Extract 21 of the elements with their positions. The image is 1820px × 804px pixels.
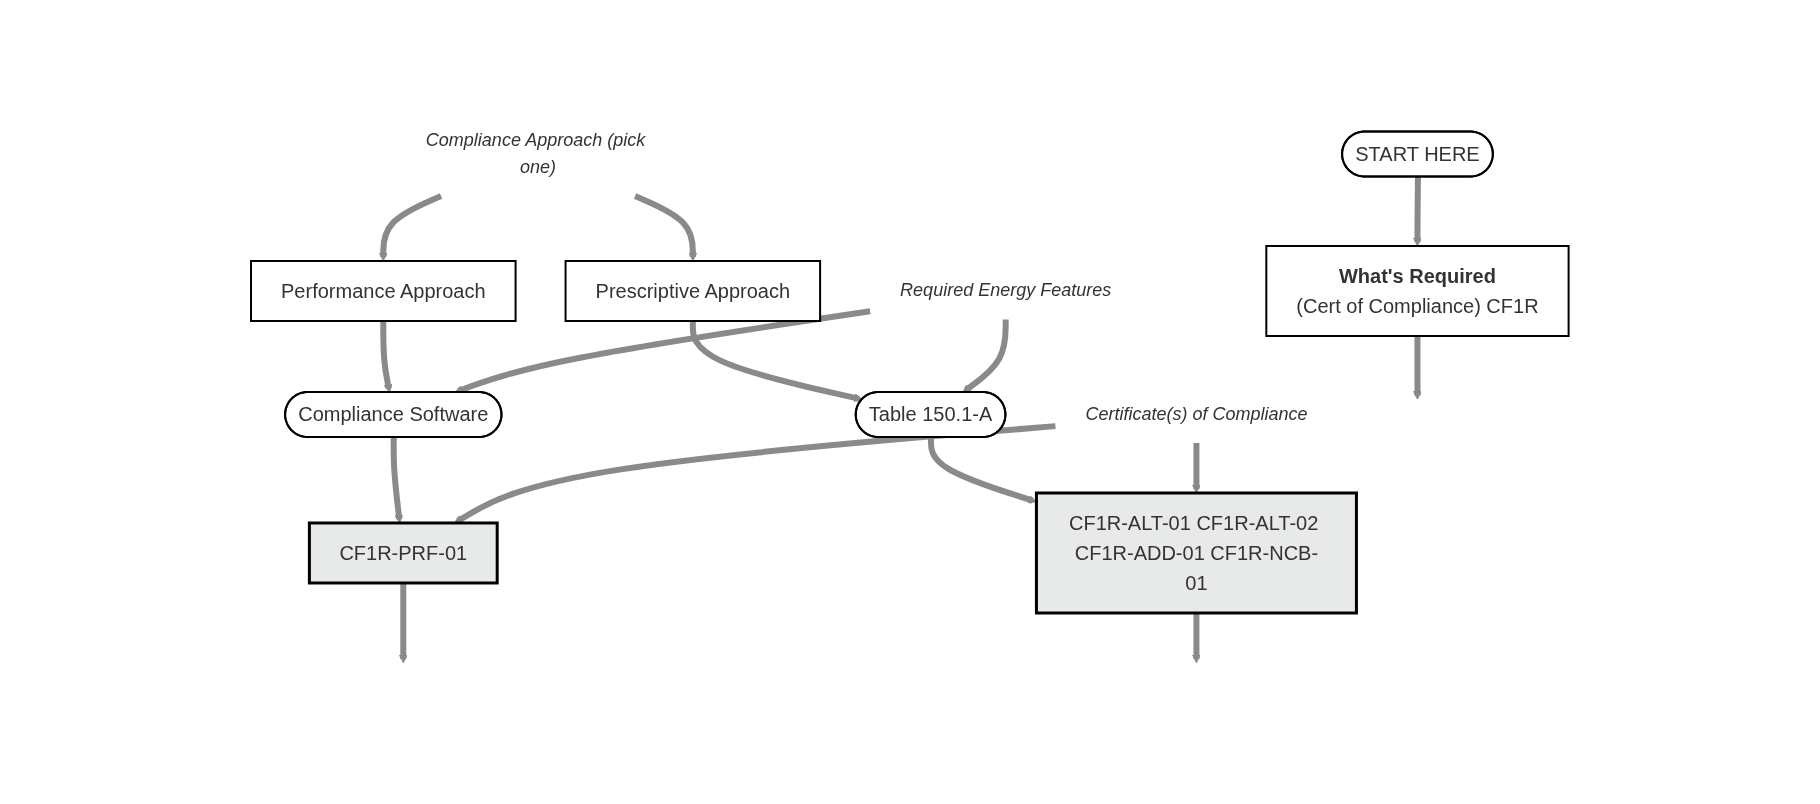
arrow — [962, 319, 1009, 393]
node-box: CF1R-ALT-01 CF1R-ALT-02 CF1R-ADD-01 CF1R-NCB-01 — [1035, 491, 1359, 614]
node-box: Prescriptive Approach — [564, 259, 822, 322]
node-box: CF1R-PRF-01 — [308, 521, 499, 584]
node-text: Compliance Approach (pick one) — [426, 129, 646, 177]
arrow — [928, 436, 1037, 504]
node-text: Required Energy Features — [900, 280, 1112, 300]
arrow — [634, 192, 698, 261]
arrow — [380, 320, 393, 393]
arrow — [379, 192, 443, 261]
arrow — [690, 320, 863, 402]
arrow — [454, 422, 1056, 524]
arrow — [390, 436, 404, 523]
arrow — [1413, 176, 1423, 246]
arrow — [1192, 442, 1201, 493]
arrow — [1413, 335, 1423, 400]
arrow — [1192, 612, 1201, 663]
node-box: What's Required (Cert of Compliance) CF1R — [1265, 244, 1570, 337]
arrow — [399, 582, 408, 663]
node-box: Performance Approach — [250, 259, 517, 322]
node-text: Certificate(s) of Compliance — [1085, 403, 1308, 424]
